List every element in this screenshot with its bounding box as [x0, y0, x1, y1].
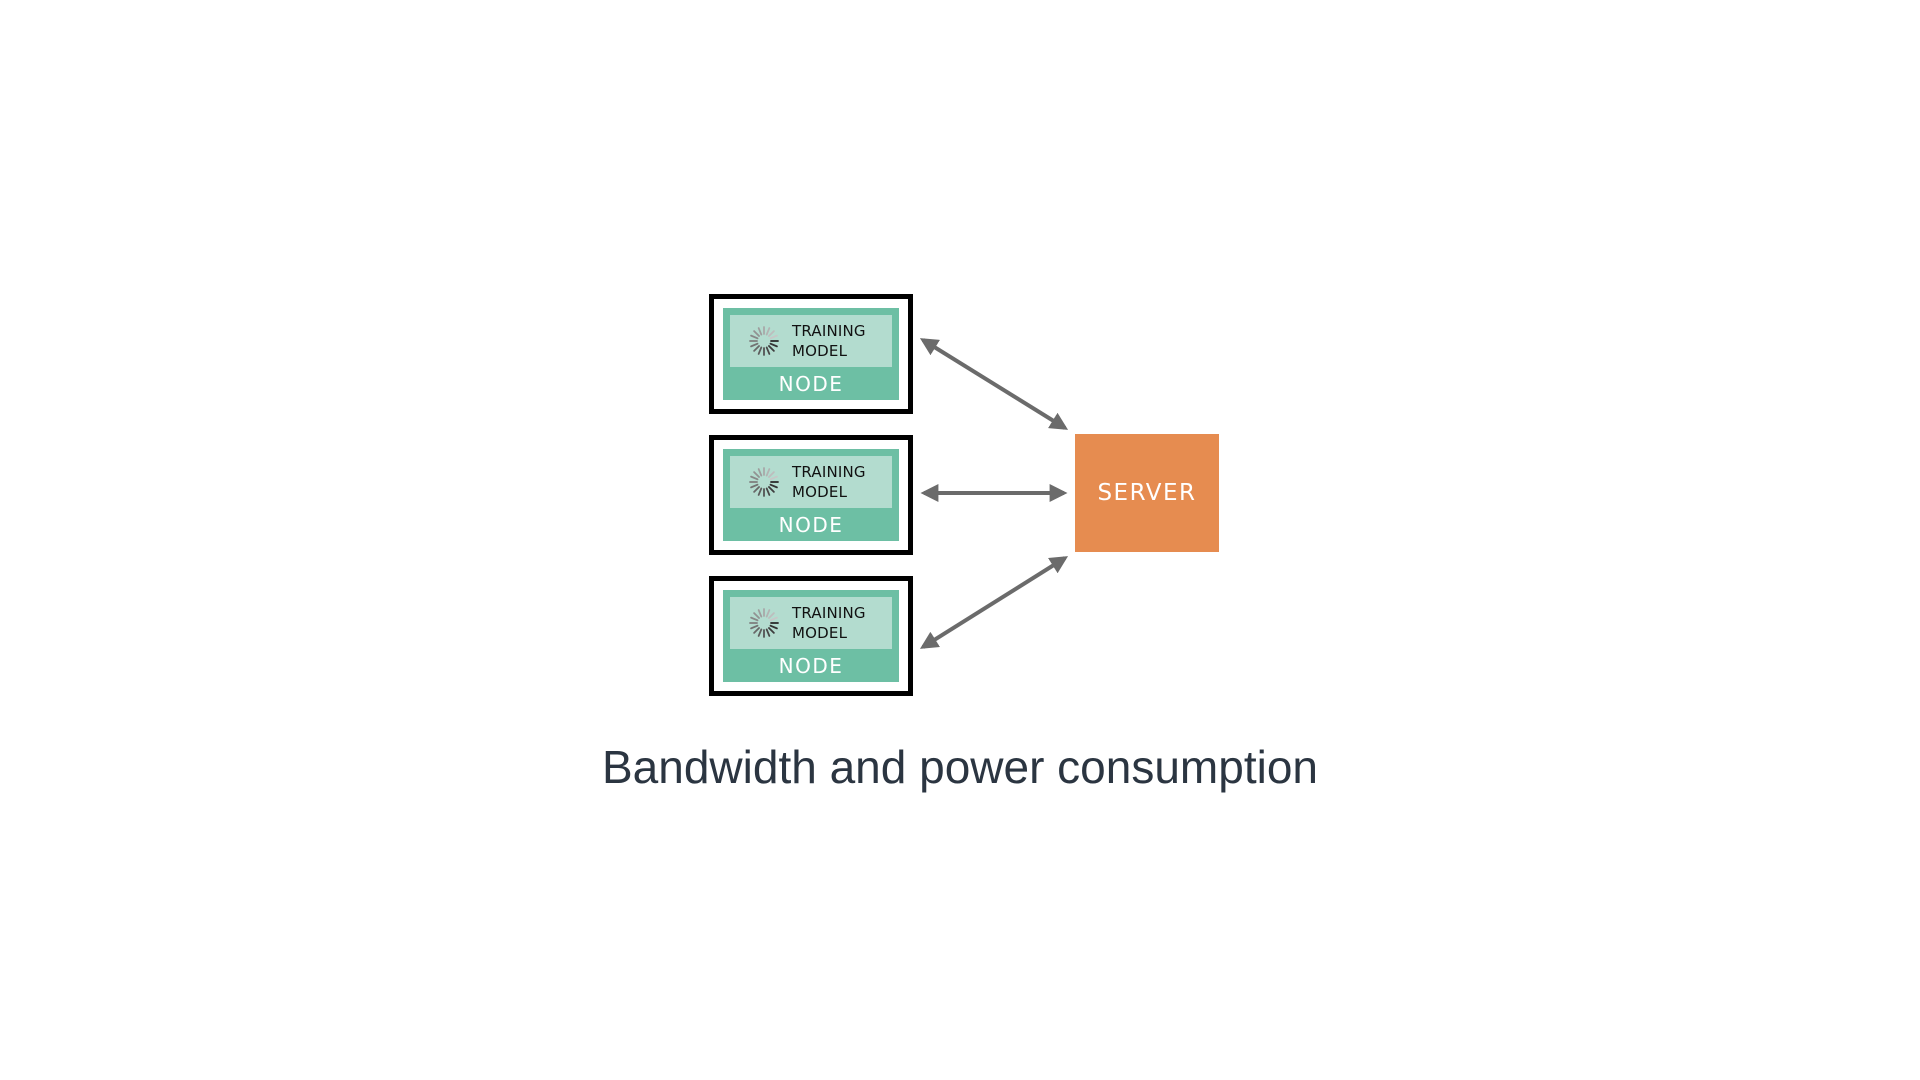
panel-line-training: TRAINING — [792, 463, 866, 481]
spinner-spoke — [765, 327, 771, 336]
panel-line-model: MODEL — [792, 624, 848, 642]
spinner-spoke — [750, 475, 759, 481]
loading-spinner-icon — [749, 608, 779, 638]
spinner-spoke — [757, 487, 763, 496]
server-label: SERVER — [1097, 480, 1197, 506]
panel-line-training: TRAINING — [792, 604, 866, 622]
spinner-spoke — [769, 483, 778, 489]
spinner-spoke — [753, 345, 760, 352]
spinner-spoke — [768, 330, 775, 337]
training-model-text: TRAINING MODEL — [792, 603, 892, 643]
spinner-spoke — [757, 468, 763, 477]
spinner-spoke — [768, 627, 775, 634]
spinner-spoke — [750, 624, 759, 630]
training-model-panel: TRAINING MODEL — [730, 456, 892, 508]
spinner-spoke — [753, 330, 760, 337]
spinner-spoke — [768, 471, 775, 478]
slide-caption: Bandwidth and power consumption — [601, 741, 1318, 793]
spinner-spoke — [753, 612, 760, 619]
training-model-text: TRAINING MODEL — [792, 462, 892, 502]
spinner-spoke — [750, 616, 759, 622]
panel-line-model: MODEL — [792, 483, 848, 501]
spinner-spoke — [769, 334, 778, 340]
spinner-spoke — [768, 345, 775, 352]
spinner-spoke — [765, 609, 771, 618]
node-label: NODE — [778, 513, 844, 537]
node-label: NODE — [778, 654, 844, 678]
server-box: SERVER — [1075, 434, 1219, 552]
spinner-spoke — [769, 616, 778, 622]
node-body: TRAINING MODEL NODE — [723, 308, 899, 400]
node-box-2: TRAINING MODEL NODE — [709, 435, 913, 555]
spinner-spoke — [757, 327, 763, 336]
spinner-spoke — [757, 628, 763, 637]
spinner-spoke — [768, 486, 775, 493]
spinner-spoke — [768, 612, 775, 619]
training-model-panel: TRAINING MODEL — [730, 315, 892, 367]
panel-line-model: MODEL — [792, 342, 848, 360]
spinner-spoke — [753, 486, 760, 493]
bidirectional-arrow-node1-server — [919, 338, 1069, 430]
node-box-3: TRAINING MODEL NODE — [709, 576, 913, 696]
node-box-1: TRAINING MODEL NODE — [709, 294, 913, 414]
node-body: TRAINING MODEL NODE — [723, 449, 899, 541]
spinner-spoke — [765, 468, 771, 477]
training-model-text: TRAINING MODEL — [792, 321, 892, 361]
spinner-spoke — [750, 483, 759, 489]
spinner-spoke — [757, 609, 763, 618]
spinner-spoke — [765, 346, 771, 355]
spinner-spoke — [769, 624, 778, 630]
spinner-spoke — [750, 342, 759, 348]
loading-spinner-icon — [749, 326, 779, 356]
node-body: TRAINING MODEL NODE — [723, 590, 899, 682]
spinner-spoke — [765, 628, 771, 637]
spinner-spoke — [765, 487, 771, 496]
spinner-spoke — [769, 342, 778, 348]
spinner-spoke — [769, 475, 778, 481]
spinner-spoke — [753, 471, 760, 478]
spinner-spoke — [750, 334, 759, 340]
spinner-spoke — [753, 627, 760, 634]
training-model-panel: TRAINING MODEL — [730, 597, 892, 649]
bidirectional-arrow-node3-server — [919, 556, 1069, 649]
panel-line-training: TRAINING — [792, 322, 866, 340]
node-label: NODE — [778, 372, 844, 396]
spinner-spoke — [757, 346, 763, 355]
loading-spinner-icon — [749, 467, 779, 497]
